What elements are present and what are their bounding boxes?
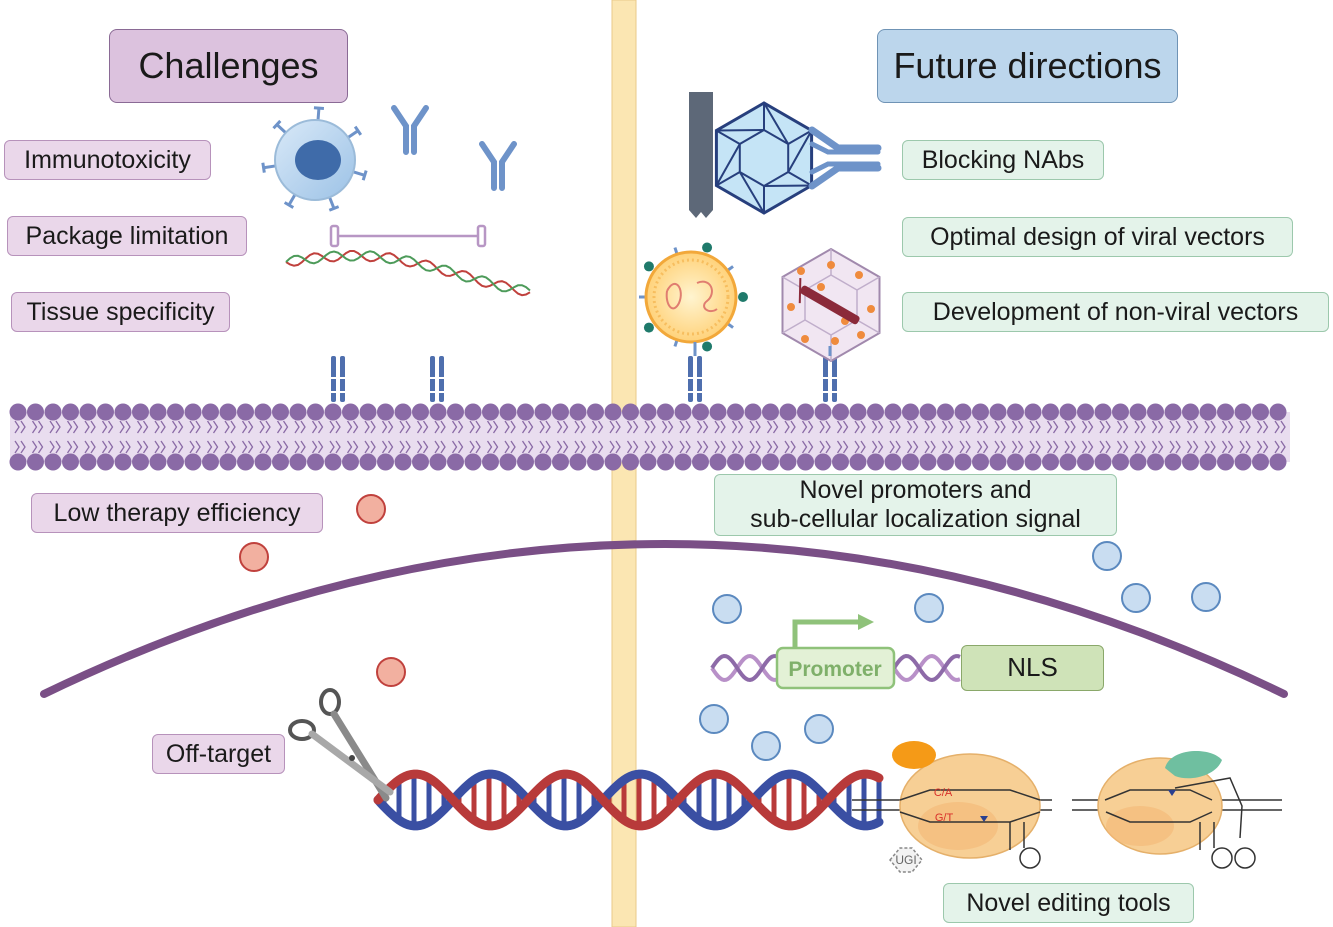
package-limitation-label: Package limitation <box>7 216 247 256</box>
tissue-specificity-label: Tissue specificity <box>11 292 230 332</box>
non-viral-vectors-label: Development of non-viral vectors <box>902 292 1329 332</box>
low-therapy-efficiency-label: Low therapy efficiency <box>31 493 323 533</box>
membrane-receptors <box>330 356 838 402</box>
cell-membrane <box>9 403 1290 471</box>
optimal-viral-vectors-label: Optimal design of viral vectors <box>902 217 1293 257</box>
blue-particle-icon <box>699 541 1221 761</box>
antibody-icon <box>479 141 517 191</box>
base-editor-icon <box>852 741 1052 873</box>
promoter-box <box>775 646 896 690</box>
antibody-icon <box>391 105 429 155</box>
nuclear-envelope <box>40 540 1288 698</box>
novel-editing-tools-label: Novel editing tools <box>943 883 1194 923</box>
nls-box: NLS <box>961 645 1104 691</box>
long-dna-strand-icon <box>285 250 531 297</box>
immunotoxicity-label: Immunotoxicity <box>4 140 211 180</box>
editor-gt-label: G/T <box>935 812 954 824</box>
neutralizing-antibody-icon <box>808 126 882 190</box>
future-directions-header: Future directions <box>877 29 1178 103</box>
size-limit-bar-icon <box>329 224 487 248</box>
editor-ca-label: C/A <box>934 787 953 799</box>
cell-wall-bar-icon <box>689 92 713 218</box>
scissors-icon <box>288 688 394 802</box>
off-target-label: Off-target <box>152 734 285 774</box>
immune-cell-icon <box>261 106 368 212</box>
prime-editor-icon <box>1072 750 1282 869</box>
construct-dna-icon <box>710 653 961 683</box>
promoter-arrow-icon <box>792 614 874 648</box>
dna-double-helix-icon <box>373 769 884 831</box>
red-particle-icon <box>239 494 406 687</box>
ugi-hexagon <box>889 847 923 873</box>
promoter-label: Promoter <box>788 658 881 681</box>
aav-capsid-icon <box>714 101 814 215</box>
engineered-capsid-icon <box>781 247 881 363</box>
challenges-header: Challenges <box>109 29 348 103</box>
lipid-nanoparticle-icon <box>639 242 748 352</box>
blocking-nabs-label: Blocking NAbs <box>902 140 1104 180</box>
novel-promoters-label: Novel promoters and sub-cellular localiz… <box>714 474 1117 536</box>
ugi-label: UGI <box>895 853 916 867</box>
novel-promoters-line1: Novel promoters and <box>799 476 1032 505</box>
novel-promoters-line2: sub-cellular localization signal <box>750 505 1081 533</box>
